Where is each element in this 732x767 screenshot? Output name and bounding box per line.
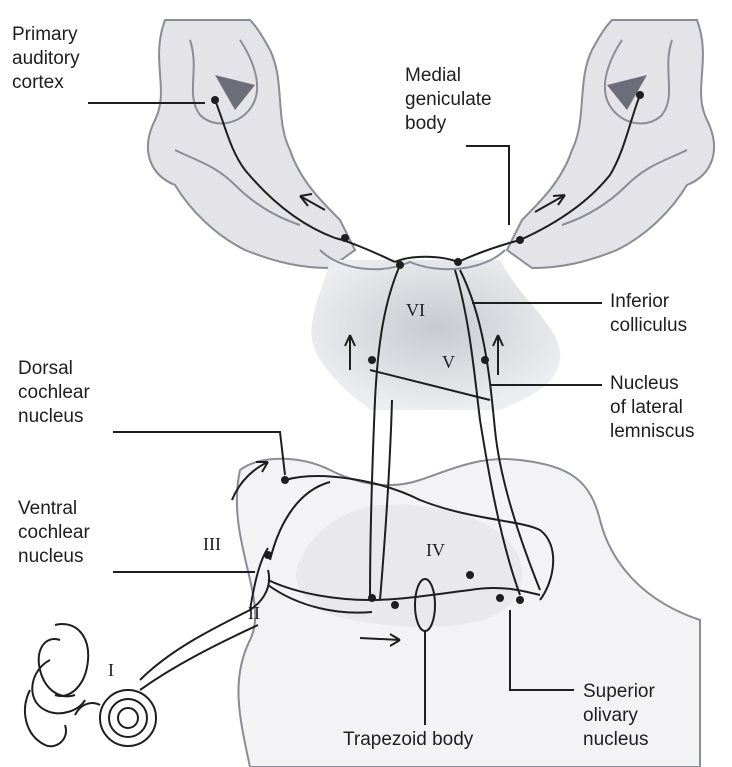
label-dorsal-cochlear-nucleus: Dorsal cochlear nucleus [18, 357, 90, 429]
stage-III: III [203, 534, 221, 555]
label-medial-geniculate-body: Medial geniculate body [405, 64, 492, 136]
label-trapezoid-body: Trapezoid body [343, 728, 473, 752]
cochlea [25, 624, 156, 746]
label-nucleus-lateral-lemniscus: Nucleus of lateral lemniscus [610, 372, 694, 444]
stage-VI: VI [406, 300, 425, 321]
stage-II: II [248, 603, 260, 624]
left-hemisphere [148, 20, 355, 268]
stage-I: I [108, 660, 114, 681]
stage-V: V [442, 352, 455, 373]
label-inferior-colliculus: Inferior colliculus [610, 290, 687, 338]
label-primary-auditory-cortex: Primary auditory cortex [12, 23, 80, 95]
label-ventral-cochlear-nucleus: Ventral cochlear nucleus [18, 497, 90, 569]
label-superior-olivary-nucleus: Superior olivary nucleus [583, 680, 655, 752]
stage-IV: IV [426, 540, 445, 561]
